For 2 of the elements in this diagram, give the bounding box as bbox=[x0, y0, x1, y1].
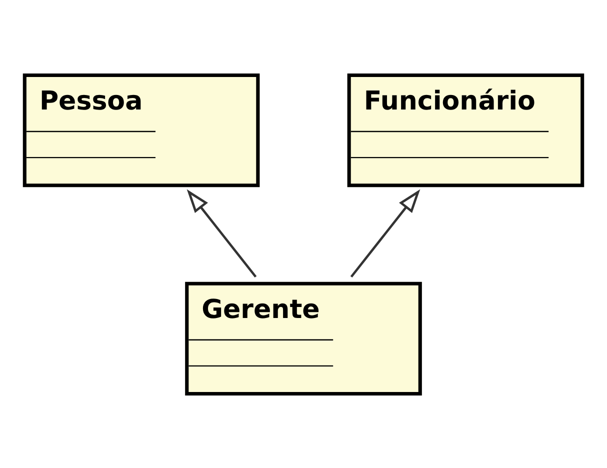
arrow bbox=[350, 188, 420, 278]
arrow bbox=[186, 188, 257, 278]
